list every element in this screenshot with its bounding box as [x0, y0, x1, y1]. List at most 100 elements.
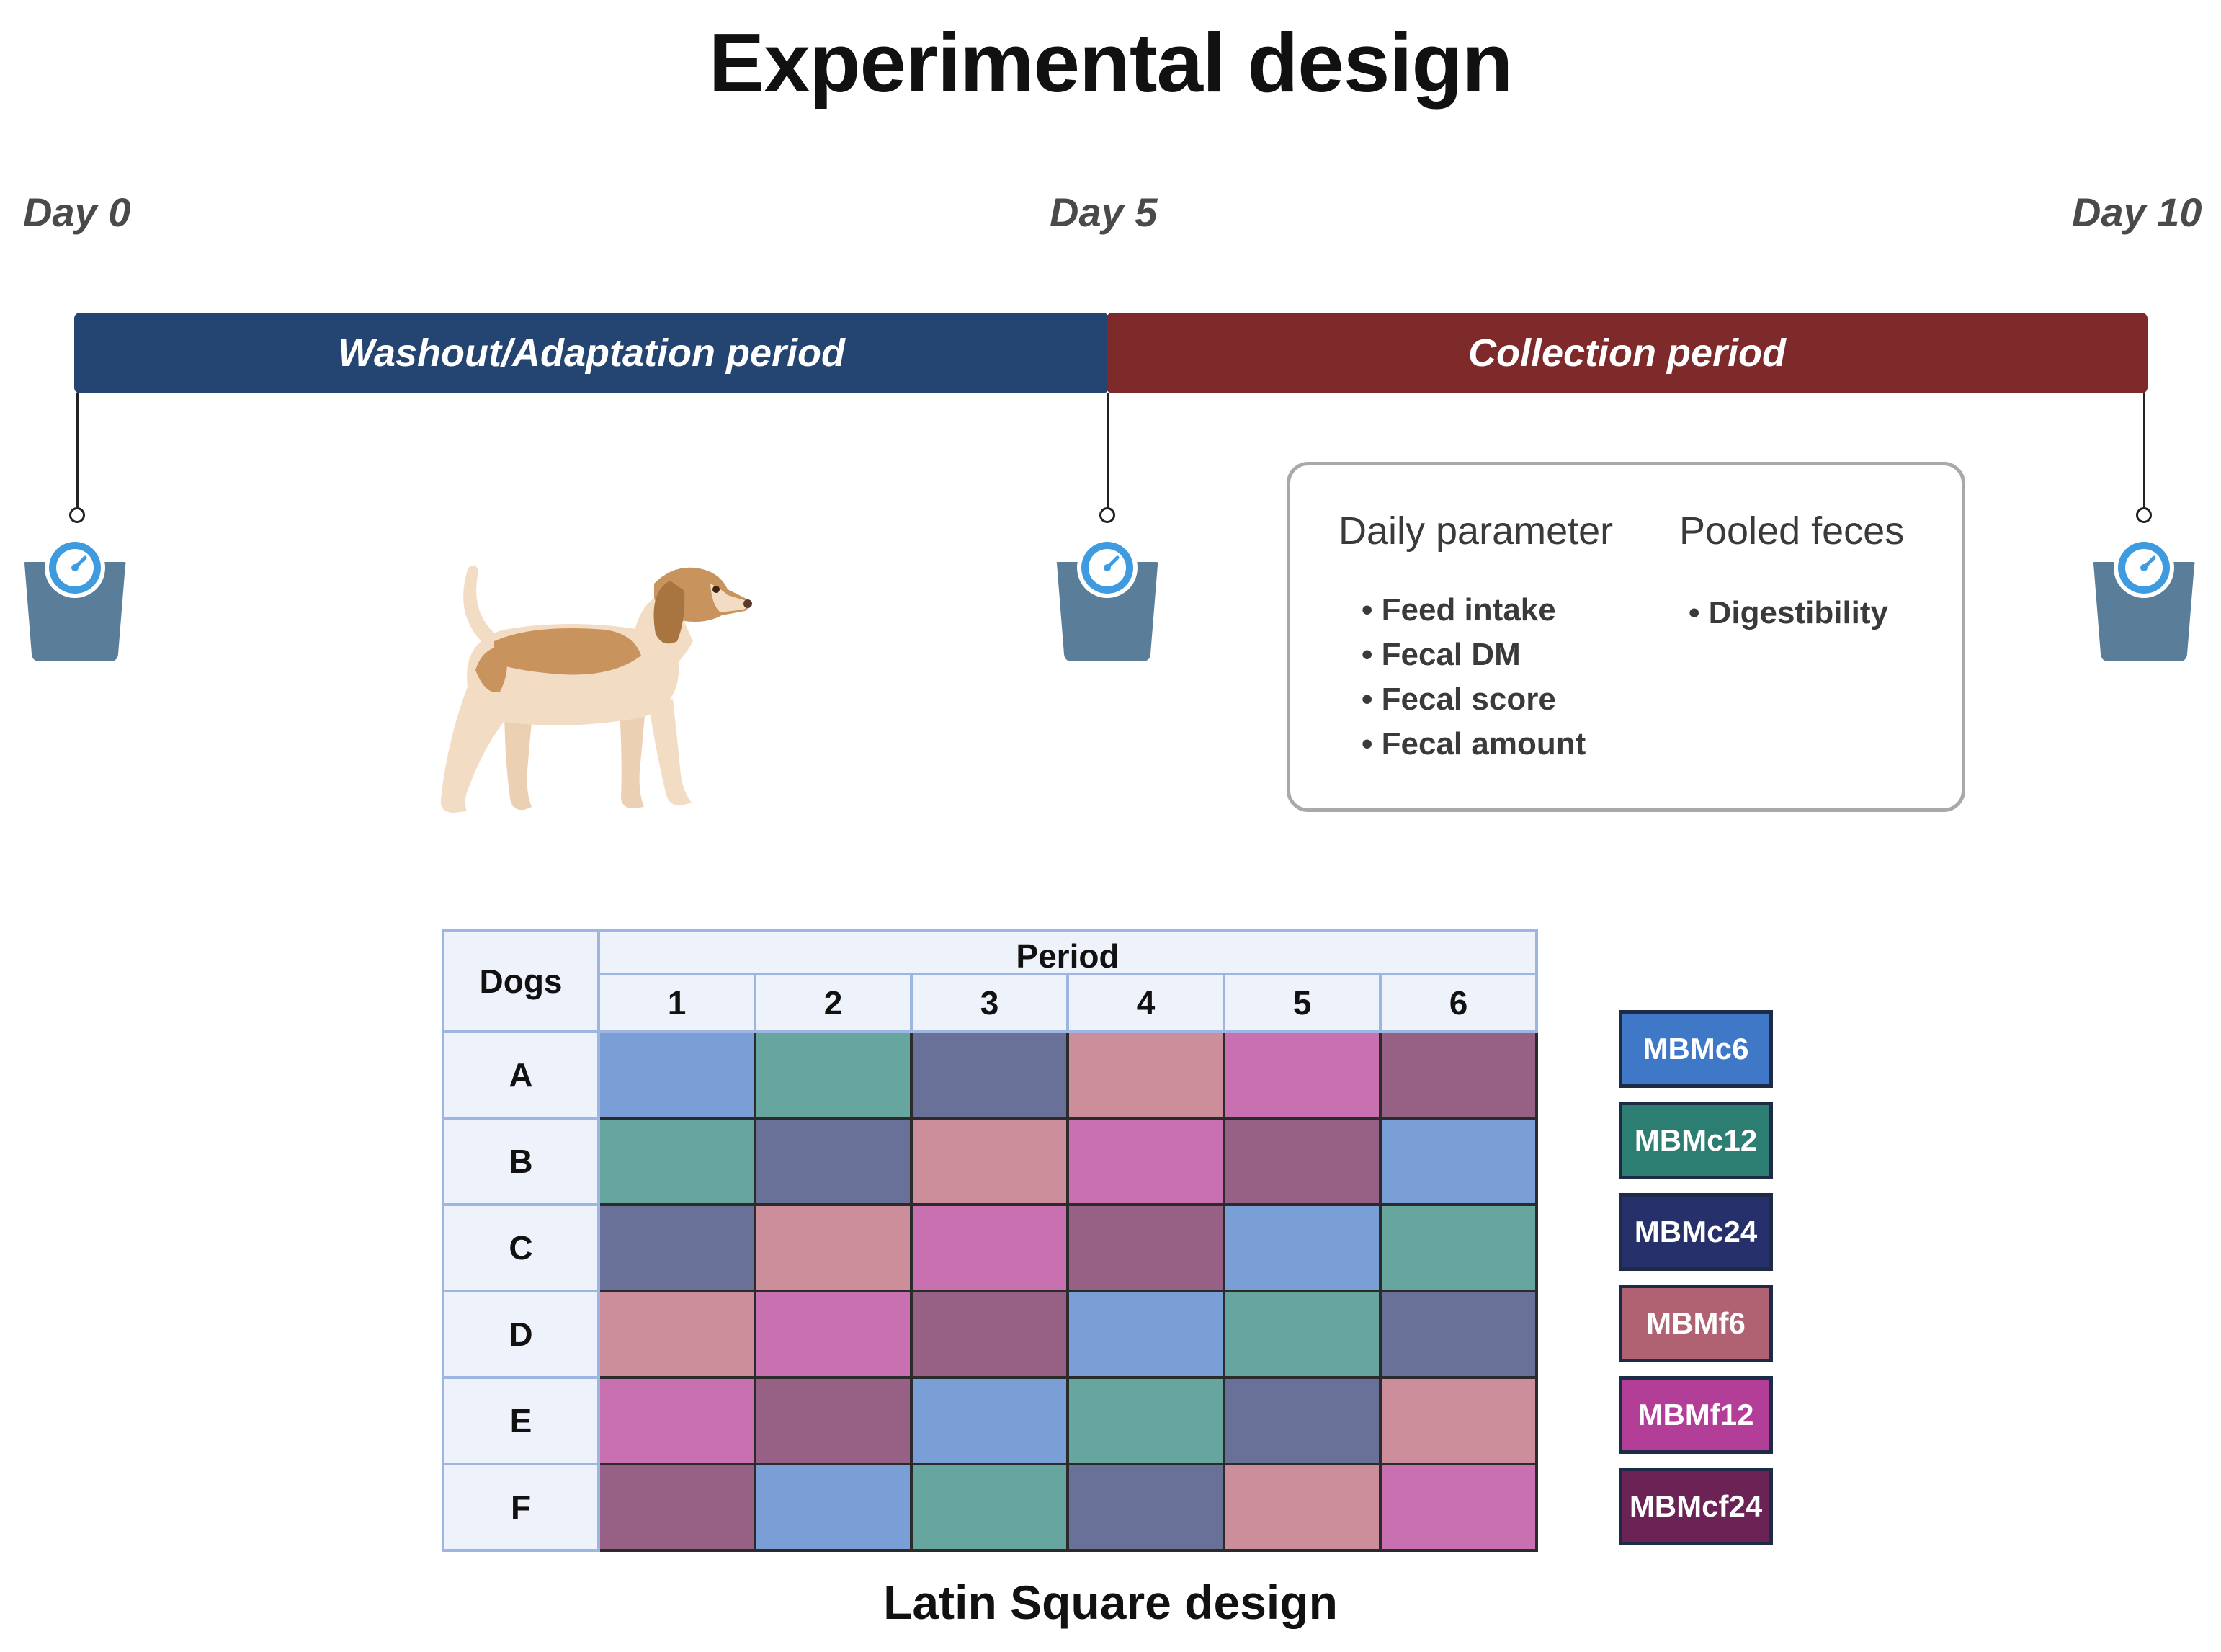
latin-square-caption: Latin Square design [883, 1576, 1338, 1629]
dog-label-cell: D [442, 1290, 600, 1379]
period-number-cell: 1 [597, 973, 756, 1033]
parameters-panel [1287, 462, 1965, 812]
legend-item-label: MBMc6 [1643, 1032, 1749, 1066]
treatment-cell [1066, 1376, 1225, 1465]
dog-label: D [509, 1316, 533, 1353]
treatment-cell [754, 1376, 913, 1465]
dog-label-cell: B [442, 1117, 600, 1206]
day-label-end: Day 10 [2072, 189, 2202, 235]
legend-item-label: MBMcf24 [1629, 1489, 1763, 1523]
legend-item: MBMf12 [1619, 1376, 1773, 1454]
treatment-cell [910, 1290, 1069, 1379]
treatment-cell [754, 1463, 913, 1552]
legend-item-label: MBMf12 [1637, 1398, 1754, 1432]
latin-square-row: E [442, 1376, 1538, 1465]
daily-parameter-item-label: Fecal DM [1381, 637, 1521, 672]
treatment-cell [1223, 1376, 1382, 1465]
daily-parameter-item-label: Fecal score [1381, 682, 1556, 717]
treatment-cell [754, 1030, 913, 1120]
treatment-cell [597, 1463, 756, 1552]
day-label-middle: Day 5 [1050, 189, 1158, 235]
timeline-marker-start [69, 507, 85, 523]
timeline-marker-middle [1099, 507, 1115, 523]
treatment-cell [1066, 1203, 1225, 1292]
legend-item-label: MBMc12 [1634, 1123, 1758, 1157]
period-header-cell: Period [597, 929, 1538, 975]
pooled-feces-item: • Digestibility [1689, 595, 1888, 631]
treatment-cell [754, 1117, 913, 1206]
bullet: • [1362, 637, 1373, 672]
treatment-cell [597, 1203, 756, 1292]
treatment-cell [910, 1117, 1069, 1206]
treatment-cell [597, 1030, 756, 1120]
bullet: • [1362, 682, 1373, 717]
dog-label: A [509, 1056, 533, 1094]
period-number: 4 [1136, 984, 1156, 1022]
scale-icon [19, 533, 131, 663]
dogs-header-cell: Dogs [442, 929, 600, 1033]
period-number: 6 [1449, 984, 1468, 1022]
treatment-cell [1379, 1030, 1538, 1120]
legend-item: MBMc6 [1619, 1010, 1773, 1088]
period-number-cell: 4 [1066, 973, 1225, 1033]
treatment-cell [1223, 1030, 1382, 1120]
dog-label: E [509, 1402, 532, 1439]
legend-item: MBMcf24 [1619, 1468, 1773, 1545]
treatment-cell [597, 1117, 756, 1206]
legend-item: MBMc12 [1619, 1102, 1773, 1179]
period-number-cell: 2 [754, 973, 913, 1033]
treatment-cell [910, 1030, 1069, 1120]
treatment-cell [1379, 1290, 1538, 1379]
timeline-connector-start [76, 393, 79, 509]
dog-label: C [509, 1229, 533, 1267]
treatment-cell [1066, 1030, 1225, 1120]
treatment-cell [597, 1290, 756, 1379]
treatment-cell [1223, 1117, 1382, 1206]
treatment-cell [1223, 1463, 1382, 1552]
day-label-start: Day 0 [23, 189, 131, 235]
daily-parameter-item-label: Feed intake [1381, 592, 1556, 628]
daily-parameter-heading: Daily parameter [1339, 509, 1614, 553]
treatment-cell [1223, 1203, 1382, 1292]
dogs-header: Dogs [479, 963, 563, 1000]
legend-item: MBMc24 [1619, 1193, 1773, 1271]
latin-square-row: D [442, 1290, 1538, 1379]
treatment-cell [1379, 1117, 1538, 1206]
bullet: • [1362, 592, 1373, 628]
bullet: • [1689, 595, 1700, 630]
latin-square-row: F [442, 1463, 1538, 1552]
period-header: Period [1016, 937, 1120, 975]
dog-label-cell: F [442, 1463, 600, 1552]
period-number: 5 [1292, 984, 1312, 1022]
dog-label: F [510, 1488, 532, 1526]
legend-item: MBMf6 [1619, 1285, 1773, 1362]
treatment-cell [597, 1376, 756, 1465]
treatment-cell [910, 1203, 1069, 1292]
legend-item-label: MBMf6 [1646, 1306, 1746, 1340]
treatment-cell [910, 1463, 1069, 1552]
daily-parameter-item-label: Fecal amount [1381, 726, 1586, 762]
treatment-cell [1379, 1376, 1538, 1465]
treatment-cell [754, 1203, 913, 1292]
daily-parameter-item: • Fecal DM [1362, 637, 1521, 673]
washout-period-label: Washout/Adaptation period [338, 331, 845, 375]
scale-icon [1051, 533, 1163, 663]
daily-parameter-item: • Fecal score [1362, 682, 1556, 718]
treatment-cell [1379, 1463, 1538, 1552]
legend-item-label: MBMc24 [1634, 1215, 1758, 1249]
timeline-marker-end [2136, 507, 2152, 523]
treatment-cell [1066, 1463, 1225, 1552]
bullet: • [1362, 726, 1373, 762]
dog-illustration [425, 555, 756, 825]
dog-label-cell: E [442, 1376, 600, 1465]
treatment-cell [1379, 1203, 1538, 1292]
dog-label-cell: C [442, 1203, 600, 1292]
treatment-cell [1223, 1290, 1382, 1379]
period-number: 1 [667, 984, 687, 1022]
treatment-cell [754, 1290, 913, 1379]
timeline-connector-end [2143, 393, 2145, 509]
pooled-feces-item-label: Digestibility [1708, 595, 1889, 630]
latin-square-row: B [442, 1117, 1538, 1206]
